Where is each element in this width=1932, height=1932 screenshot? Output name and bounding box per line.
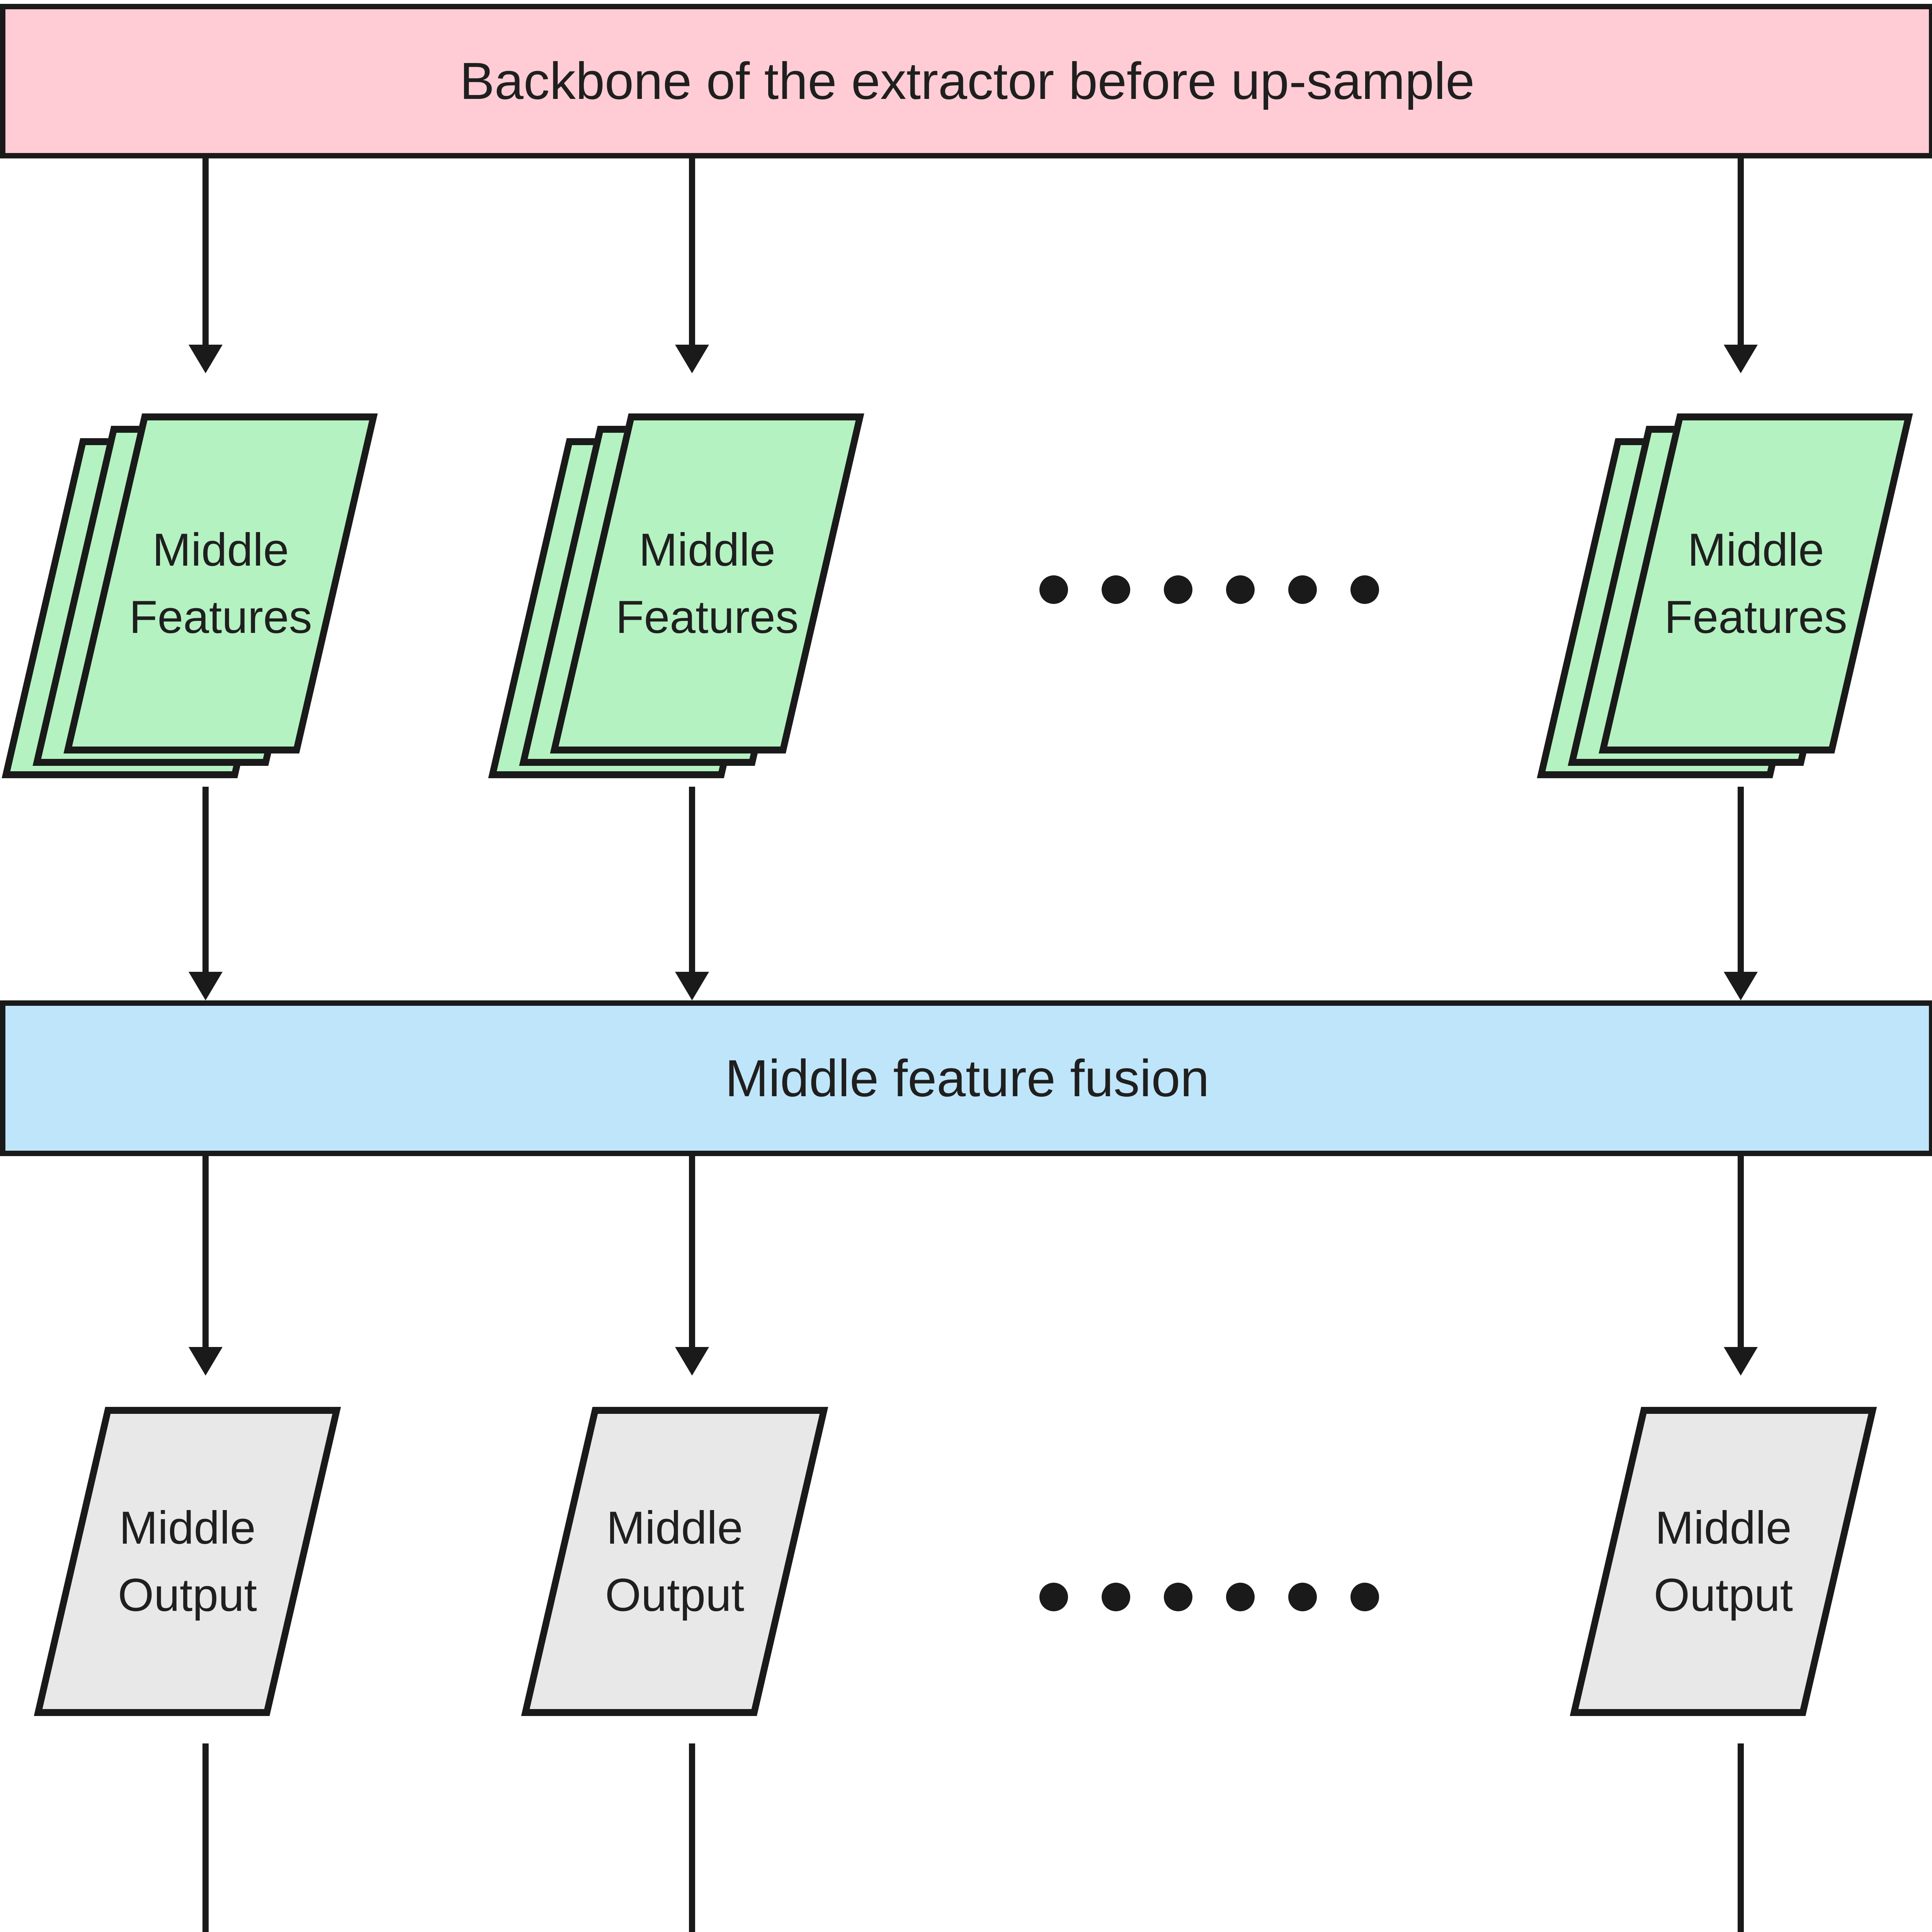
arrow-head-icon [675,972,709,1000]
middle-features-stack-n: Middle Features [1537,408,1913,779]
middle-features-label: Middle Features [1664,524,1847,643]
down-arrow-midout-coln [1724,1743,1758,1932]
ellipsis-dot [1288,1583,1317,1611]
arrow-head-icon [189,1347,223,1376]
arrow-shaft [1738,787,1744,972]
down-arrow-backbone-col1 [189,158,223,373]
arrow-head-icon [189,972,223,1000]
ellipsis-dot [1164,575,1192,604]
middle-feature-fusion-box: Middle feature fusion [0,1000,1932,1156]
feature-sheet-front: Middle Features [63,413,378,753]
arrow-shaft [1738,1156,1744,1347]
middle-features-stack-1: Middle Features [2,408,378,779]
ellipsis-dots-row1 [1039,575,1379,604]
down-arrow-backbone-col2 [675,158,709,373]
down-arrow-midout-col2 [675,1743,709,1932]
arrow-shaft [689,158,695,345]
down-arrow-features-coln [1724,787,1758,1000]
ellipsis-dot [1039,575,1068,604]
ellipsis-dot [1288,575,1317,604]
arrow-shaft [202,158,209,345]
feature-sheet-front: Middle Features [550,413,864,753]
down-arrow-fusion-col1 [189,1156,223,1376]
arrow-head-icon [189,345,223,373]
ellipsis-dot [1102,1583,1130,1611]
arrow-head-icon [1724,345,1758,373]
arrow-head-icon [675,1347,709,1376]
down-arrow-fusion-col2 [675,1156,709,1376]
feature-sheet-front: Middle Features [1599,413,1913,753]
ellipsis-dots-row2 [1039,1583,1379,1611]
arrow-shaft [689,1156,695,1347]
arrow-shaft [689,1743,695,1932]
down-arrow-midout-col1 [189,1743,223,1932]
middle-output-2: Middle Output [521,1407,828,1716]
ellipsis-dot [1350,1583,1379,1611]
middle-output-n: Middle Output [1570,1407,1877,1716]
backbone-box: Backbone of the extractor before up-samp… [0,4,1932,158]
down-arrow-fusion-coln [1724,1156,1758,1376]
arrow-shaft [1738,1743,1744,1932]
middle-output-label: Middle Output [605,1502,745,1621]
middle-features-label: Middle Features [616,524,799,643]
down-arrow-features-col2 [675,787,709,1000]
middle-feature-fusion-label: Middle feature fusion [725,1049,1209,1107]
middle-features-label: Middle Features [129,524,312,643]
arrow-shaft [202,787,209,972]
ellipsis-dot [1102,575,1130,604]
arrow-shaft [1738,158,1744,345]
backbone-label: Backbone of the extractor before up-samp… [459,52,1475,110]
arrow-head-icon [675,345,709,373]
arrow-shaft [202,1156,209,1347]
ellipsis-dot [1226,575,1255,604]
down-arrow-backbone-coln [1724,158,1758,373]
ellipsis-dot [1350,575,1379,604]
arrow-shaft [202,1743,209,1932]
arrow-head-icon [1724,1347,1758,1376]
down-arrow-features-col1 [189,787,223,1000]
arrow-head-icon [1724,972,1758,1000]
ellipsis-dot [1164,1583,1192,1611]
middle-output-label: Middle Output [117,1502,257,1621]
ellipsis-dot [1039,1583,1068,1611]
arrow-shaft [689,787,695,972]
middle-output-label: Middle Output [1653,1502,1793,1621]
middle-features-stack-2: Middle Features [488,408,864,779]
ellipsis-dot [1226,1583,1255,1611]
middle-output-1: Middle Output [34,1407,341,1716]
